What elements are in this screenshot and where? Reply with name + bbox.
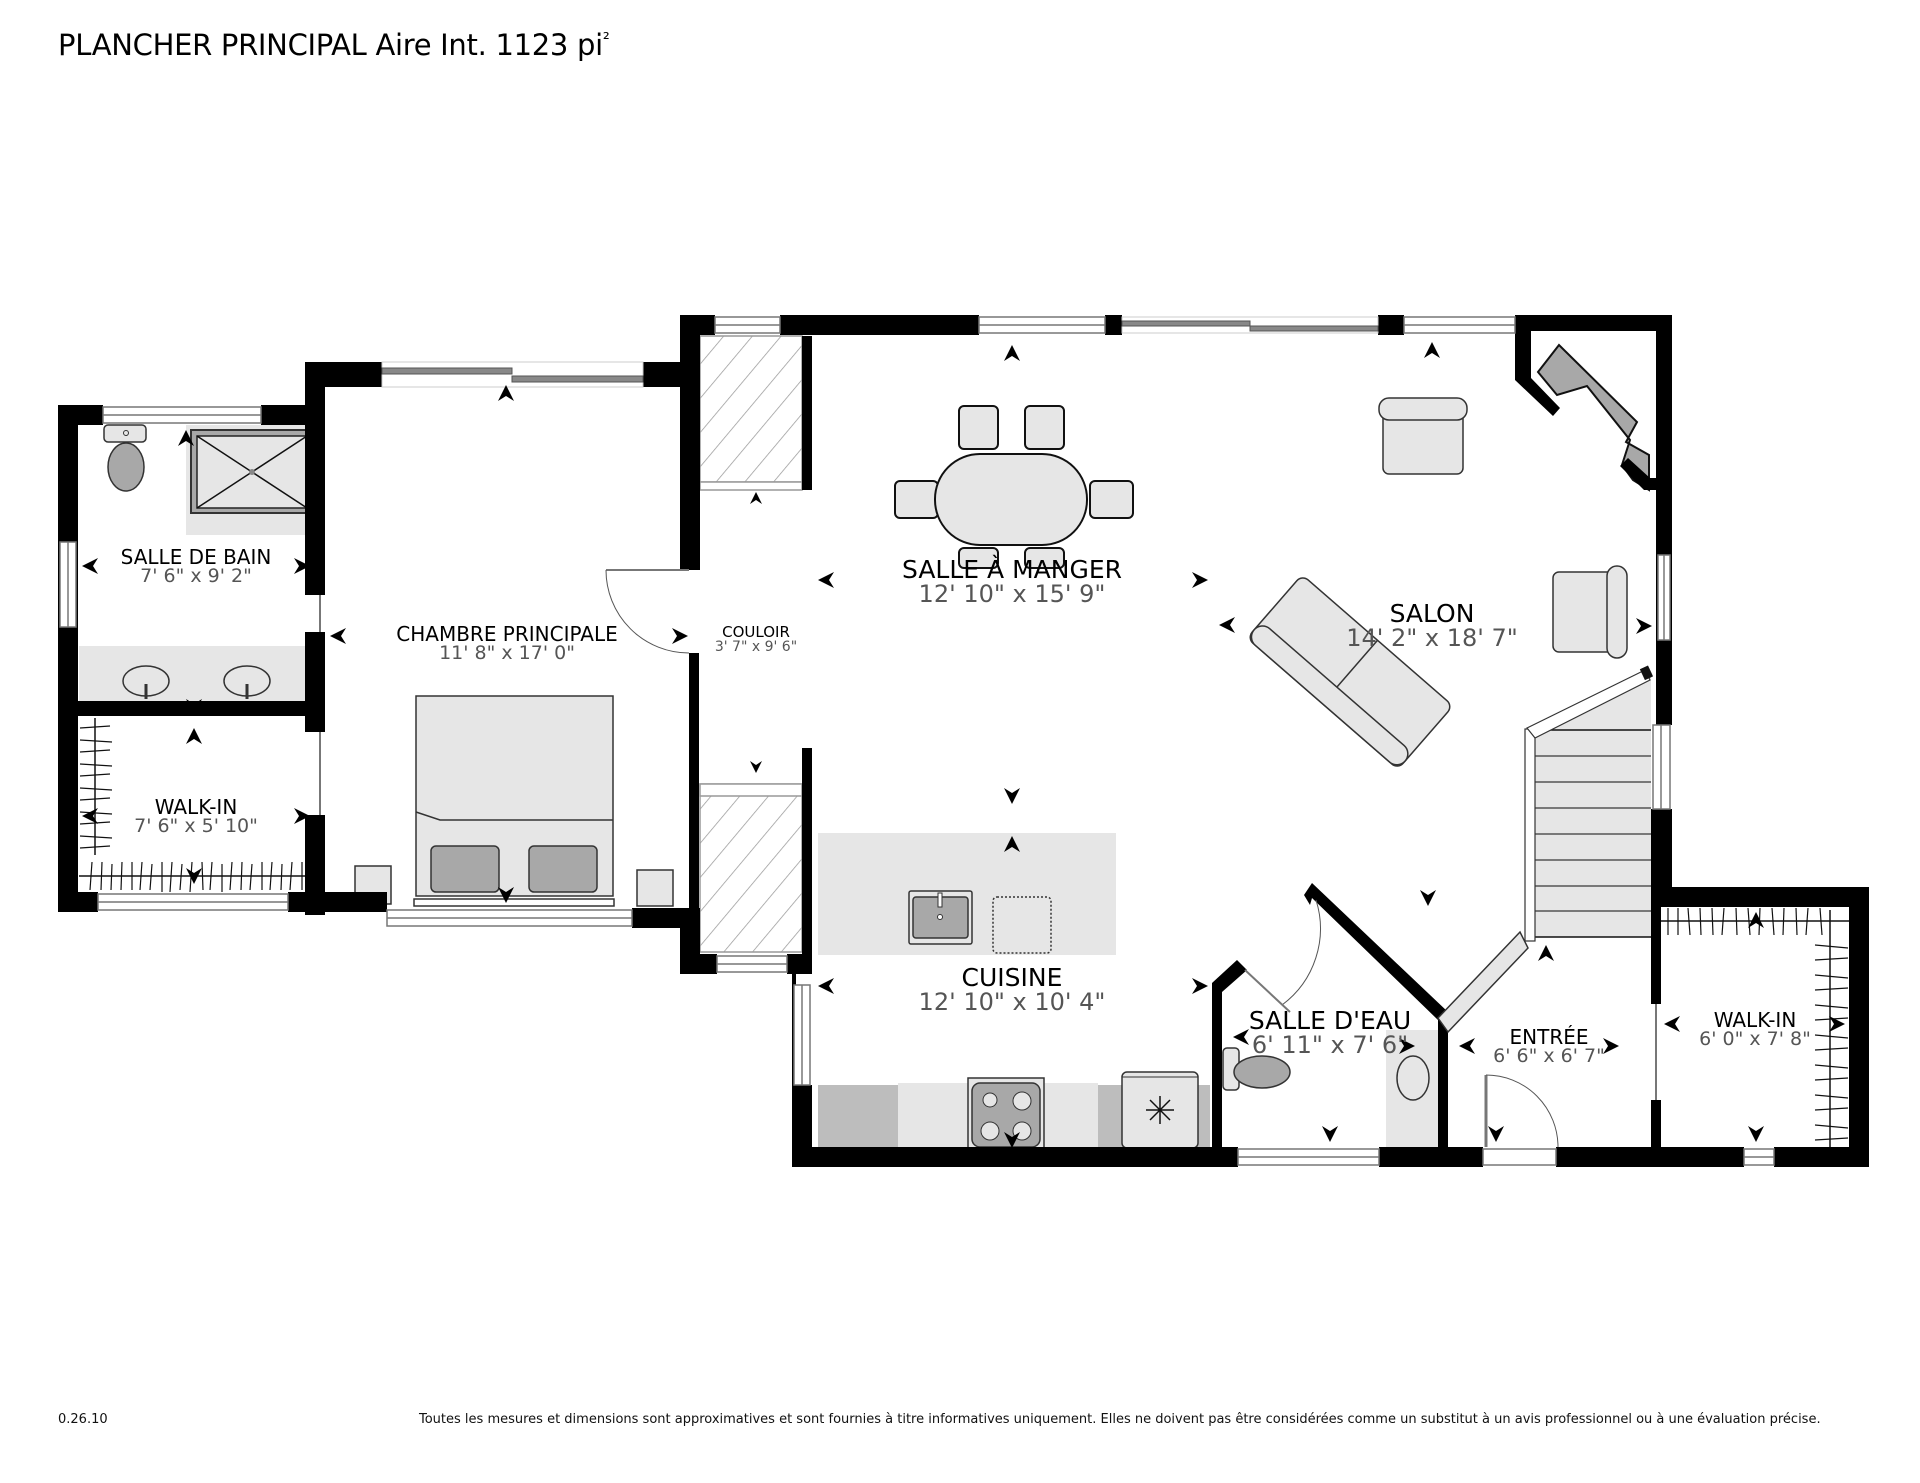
version-label: 0.26.10	[58, 1412, 108, 1427]
armchair-icon	[1552, 565, 1628, 659]
fixtures	[79, 335, 1849, 1154]
counter	[818, 1085, 898, 1147]
sink-icon	[1396, 1055, 1430, 1101]
sliding-doors	[381, 316, 1379, 388]
closet-hatched	[699, 783, 803, 953]
room-label-cuisine: CUISINE 12' 10" x 10' 4"	[918, 963, 1106, 1016]
bed-icon	[413, 695, 615, 907]
disclaimer-text: Toutes les mesures et dimensions sont ap…	[419, 1412, 1821, 1427]
room-label-salle-de-bain: SALLE DE BAIN 7' 6" x 9' 2"	[120, 545, 272, 587]
plan-title: PLANCHER PRINCIPAL Aire Int. 1123 pi²	[58, 28, 610, 62]
room-label-walk-in-right: WALK-IN 6' 0" x 7' 8"	[1699, 1008, 1811, 1050]
stairs-icon	[1524, 665, 1654, 942]
area-label: Aire Int.	[375, 28, 487, 62]
door-swings	[319, 569, 1657, 1148]
toilet-icon	[103, 424, 147, 492]
vanity-counter	[1386, 1030, 1443, 1147]
walls	[58, 315, 1869, 1167]
cooktop-icon	[967, 1077, 1045, 1154]
floor-name: PLANCHER PRINCIPAL	[58, 28, 367, 62]
nightstand-icon	[636, 869, 674, 907]
room-label-chambre-principale: CHAMBRE PRINCIPALE 11' 8" x 17' 0"	[396, 622, 618, 664]
kitchen-sink-icon	[908, 890, 973, 945]
area-value: 1123 pi	[495, 28, 603, 62]
windows	[59, 316, 1775, 1166]
area-unit: ²	[602, 29, 610, 50]
armchair-icon	[1378, 397, 1468, 475]
room-label-couloir: COULOIR 3' 7" x 9' 6"	[714, 623, 798, 655]
fridge-icon	[1121, 1071, 1199, 1149]
dimension-arrows	[82, 342, 1845, 1148]
hanger-lines	[79, 725, 311, 893]
room-label-salon: SALON 14' 2" x 18' 7"	[1346, 599, 1518, 652]
closet-hatched	[699, 335, 803, 483]
room-label-walk-in-left: WALK-IN 7' 6" x 5' 10"	[134, 795, 258, 837]
partition-wall	[1437, 930, 1529, 1034]
dining-table-icon	[894, 405, 1134, 569]
hanger-lines	[1667, 907, 1849, 1141]
toilet-icon	[1222, 1047, 1291, 1091]
room-label-entree: ENTRÉE 6' 6" x 6' 7"	[1493, 1025, 1605, 1067]
vanity-counter	[79, 646, 315, 701]
sofa-icon	[1249, 577, 1451, 767]
dishwasher-icon	[992, 896, 1052, 954]
room-label-salle-d-eau: SALLE D'EAU 6' 11" x 7' 6"	[1248, 1006, 1412, 1059]
room-label-salle-a-manger: SALLE À MANGER 12' 10" x 15' 9"	[902, 555, 1122, 608]
